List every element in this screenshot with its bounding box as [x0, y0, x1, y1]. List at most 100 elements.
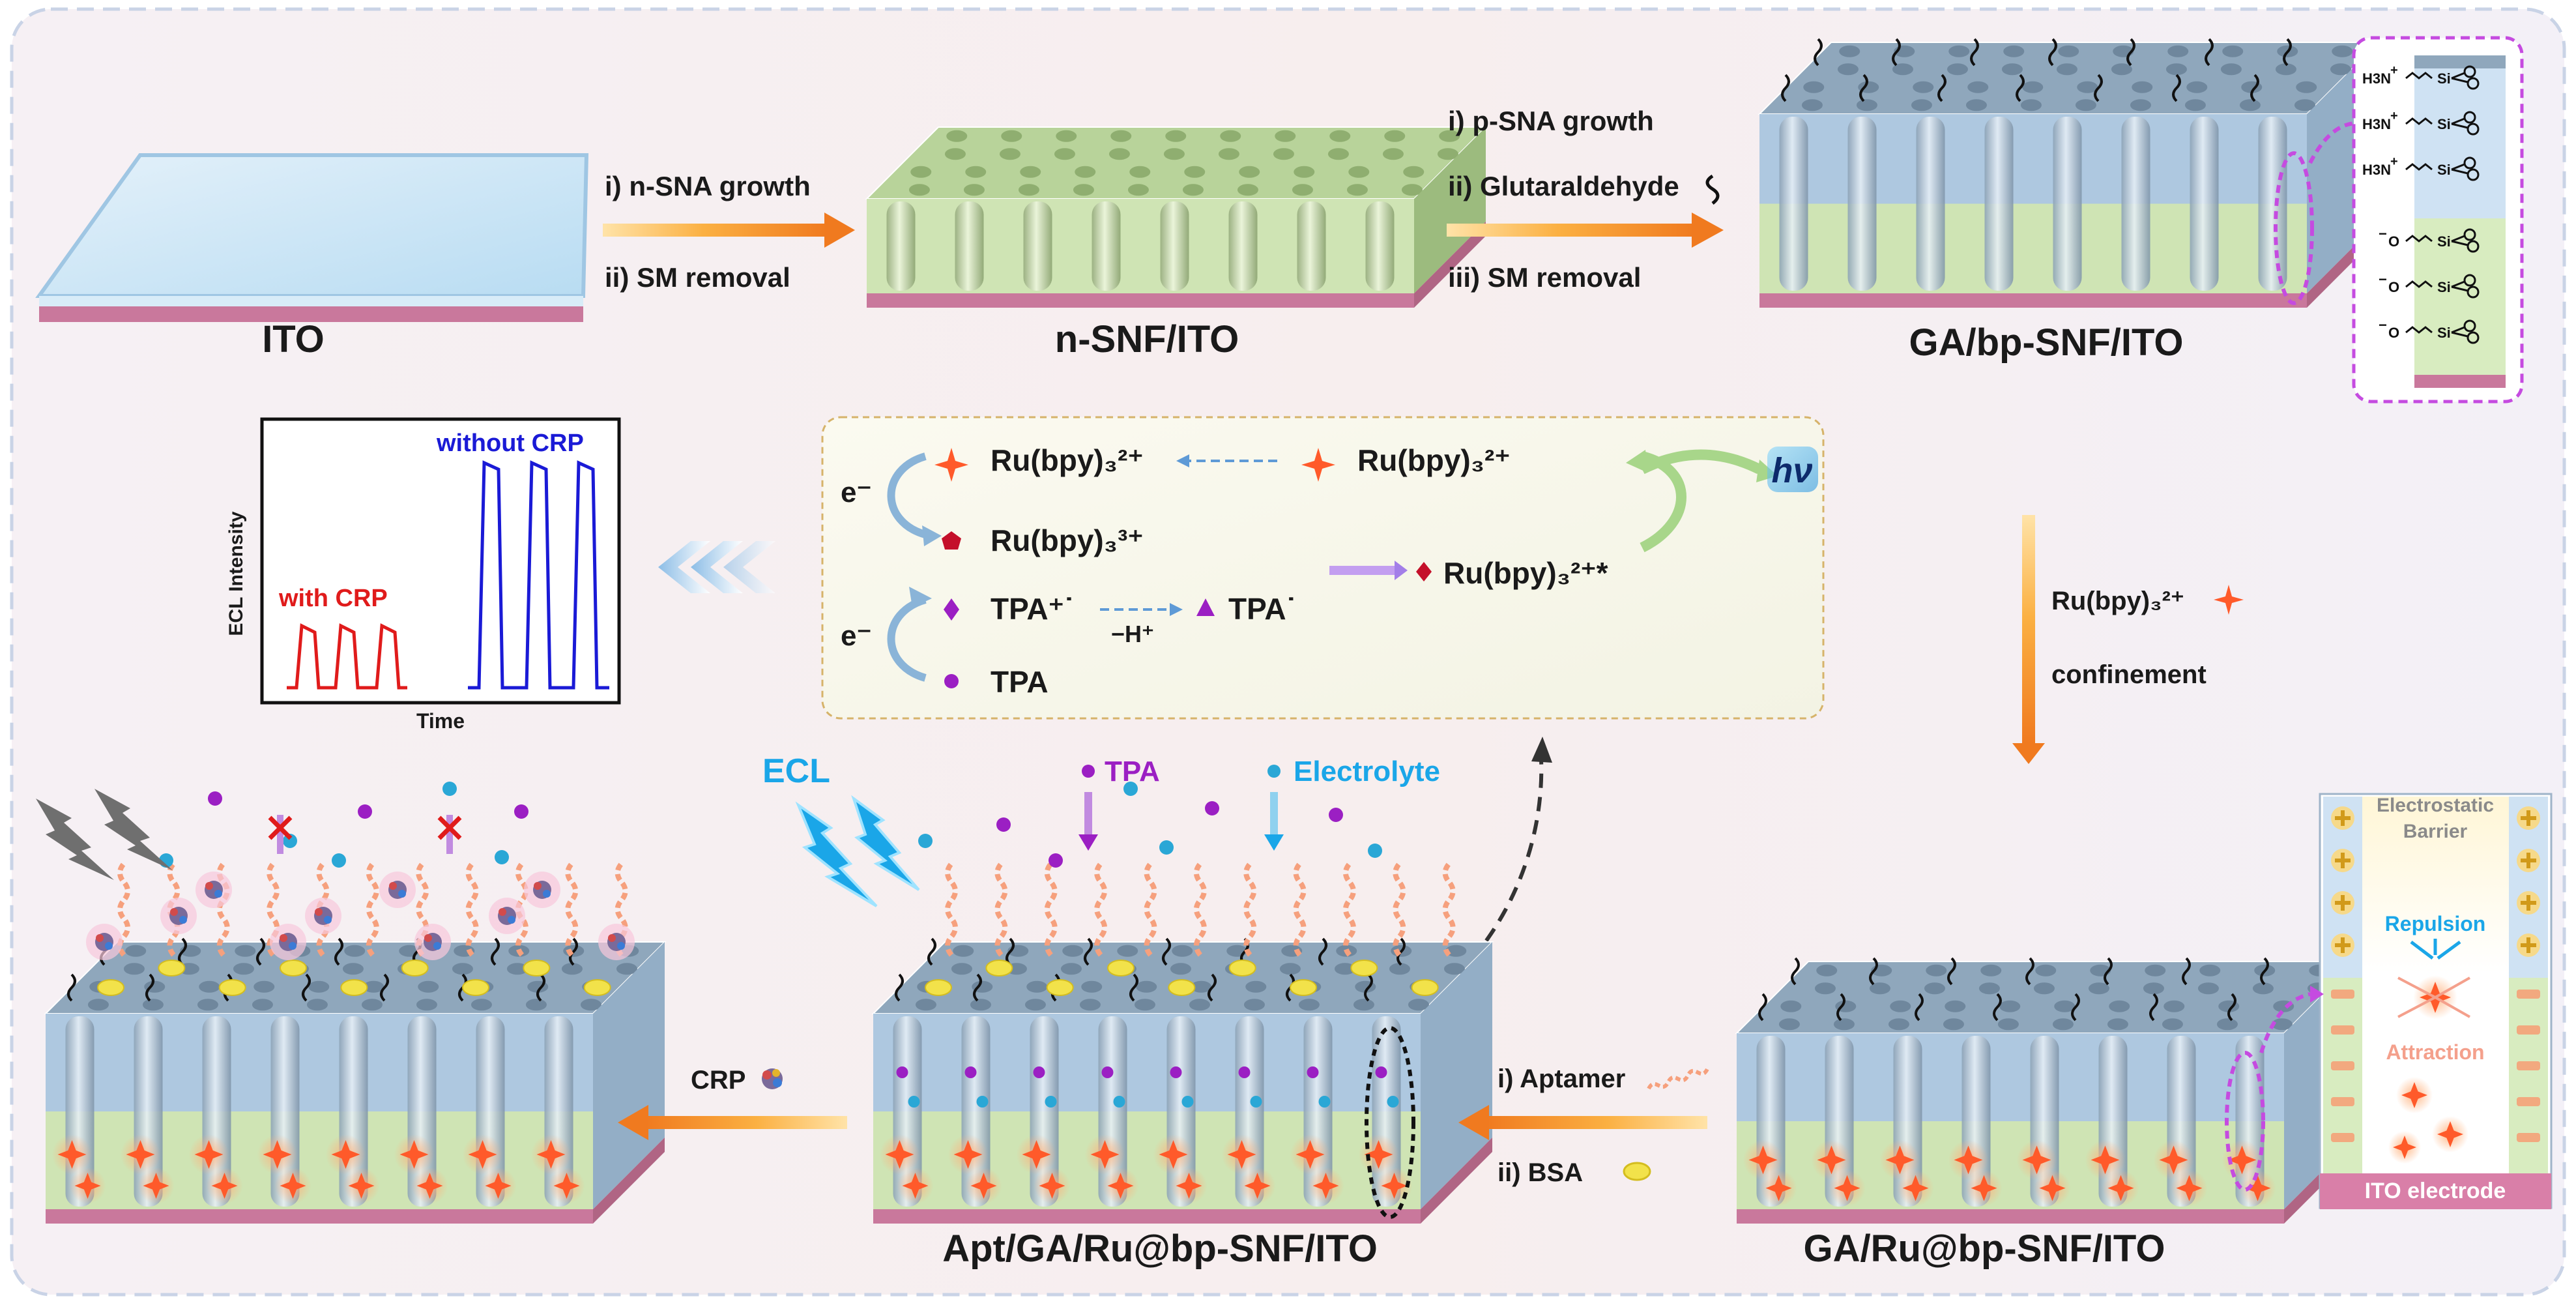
- electrolyte-arrow: [1264, 834, 1284, 851]
- pore-opening: [946, 130, 968, 142]
- crp-icon: [762, 1068, 783, 1089]
- glutaraldehyde-linker: [1006, 937, 1015, 966]
- pore-opening: [1999, 1000, 2021, 1012]
- pore-opening: [2143, 982, 2164, 995]
- pore-opening: [580, 999, 601, 1011]
- plus-icon: [2521, 853, 2536, 868]
- pore-opening: [1054, 148, 1075, 160]
- silicon-atom: Si: [2437, 116, 2451, 132]
- ru-star-icon: [74, 1173, 101, 1199]
- series-label-without-crp: without CRP: [436, 430, 584, 457]
- pore-opening: [2001, 63, 2023, 76]
- pore-opening: [344, 945, 366, 957]
- label-ito: ITO: [262, 318, 325, 360]
- ru-star-icon: [280, 1173, 306, 1199]
- silicon-atom: Si: [2437, 325, 2451, 341]
- electrolyte-ion: [1318, 1096, 1331, 1108]
- nanochannel: [1847, 117, 1877, 291]
- pore-opening: [2107, 1018, 2128, 1031]
- ru-star-icon: [2091, 1145, 2120, 1175]
- pore-opening: [2275, 63, 2296, 76]
- bsa-molecule: [401, 960, 429, 977]
- glutaraldehyde-linker: [67, 973, 76, 1002]
- block-front-upper: [46, 1014, 593, 1111]
- pore-opening: [2184, 99, 2206, 111]
- pore-opening: [506, 963, 528, 975]
- ru-star-icon: [126, 1140, 155, 1169]
- species-tpa-cation: TPA⁺˙: [991, 592, 1074, 626]
- siloxane-ring: [2463, 156, 2476, 169]
- nanochannel: [1092, 201, 1121, 291]
- pore-opening: [1001, 130, 1022, 142]
- pore-opening: [2296, 81, 2317, 93]
- block-side-face: [1414, 127, 1486, 293]
- attraction-arrow: [2397, 996, 2436, 1018]
- pore-opening: [1911, 99, 1932, 111]
- pore-opening: [2186, 81, 2208, 93]
- glutaraldehyde-linker: [1937, 74, 1946, 102]
- barrier-text-1: Electrostatic: [2377, 795, 2494, 816]
- glutaraldehyde-linker: [1947, 957, 1956, 986]
- ru-star-icon: [953, 1140, 983, 1169]
- siloxane-ring: [2463, 111, 2476, 124]
- pore-opening: [2216, 1018, 2238, 1031]
- ru-star-icon: [2401, 1082, 2427, 1108]
- block-base: [1737, 1209, 2284, 1224]
- pore-opening: [1384, 130, 1406, 142]
- negative-charge: −: [2379, 226, 2387, 242]
- tpa-molecule: [208, 791, 222, 806]
- pore-opening: [1382, 148, 1404, 160]
- glutaraldehyde-linker: [2016, 74, 2025, 102]
- silicon-atom: Si: [2437, 70, 2451, 87]
- negative-charge: [2517, 1133, 2540, 1142]
- pore-opening: [1294, 166, 1315, 178]
- glutaraldehyde-linker: [1859, 74, 1868, 102]
- confinement-text: confinement: [2051, 660, 2207, 689]
- bsa-molecule: [583, 979, 611, 996]
- pore-opening: [1108, 148, 1130, 160]
- nanochannel: [886, 201, 916, 291]
- ru-star-icon: [1090, 1140, 1120, 1169]
- pore-opening: [1245, 980, 1267, 993]
- pore-opening: [1184, 166, 1206, 178]
- pore-opening: [2162, 1018, 2183, 1031]
- pore-opening: [2075, 99, 2096, 111]
- pore-opening: [1978, 982, 2000, 995]
- pore-opening: [1279, 963, 1301, 975]
- pore-opening: [142, 999, 164, 1011]
- pore-opening: [1073, 184, 1094, 196]
- ru-star-icon: [211, 1173, 238, 1199]
- block-side-face: [1421, 942, 1492, 1209]
- electrolyte-ion: [1368, 844, 1382, 858]
- glutaraldehyde-linker: [1397, 937, 1406, 966]
- apt-block: [871, 862, 1494, 1224]
- tpa-molecule: [964, 1066, 977, 1078]
- pore-opening: [2035, 964, 2057, 977]
- silicon-atom: Si: [2437, 233, 2451, 250]
- tpa-molecule: [1049, 853, 1063, 868]
- pore-opening: [1182, 184, 1204, 196]
- electrolyte-ion: [332, 853, 346, 868]
- pore-opening: [1298, 999, 1320, 1011]
- pore-opening: [2003, 45, 2025, 57]
- amine-group: H3N: [2362, 70, 2391, 87]
- ru-star-icon: [1244, 1173, 1271, 1199]
- nanochannel: [955, 201, 984, 291]
- pore-opening: [416, 999, 437, 1011]
- tpa-molecule: [1205, 801, 1219, 815]
- pore-opening: [452, 963, 473, 975]
- nanochannel: [1297, 201, 1326, 291]
- glutaraldehyde-linker: [2104, 957, 2113, 986]
- pore-opening: [1401, 184, 1423, 196]
- confinement-ru: Ru(bpy)₃²⁺: [2051, 587, 2184, 615]
- ecl-ylabel: ECL Intensity: [225, 511, 247, 636]
- glutaraldehyde-linker: [895, 973, 904, 1002]
- tpa-molecule: [1238, 1066, 1251, 1078]
- pore-opening: [1839, 45, 1860, 57]
- glutaraldehyde-linker: [1364, 973, 1373, 1002]
- glutaraldehyde-linker: [491, 937, 500, 966]
- plus-icon: [2521, 810, 2536, 826]
- ru-star-icon: [1107, 1173, 1134, 1199]
- ru-star-icon: [57, 1140, 87, 1169]
- alkyl-chain: [2405, 72, 2433, 80]
